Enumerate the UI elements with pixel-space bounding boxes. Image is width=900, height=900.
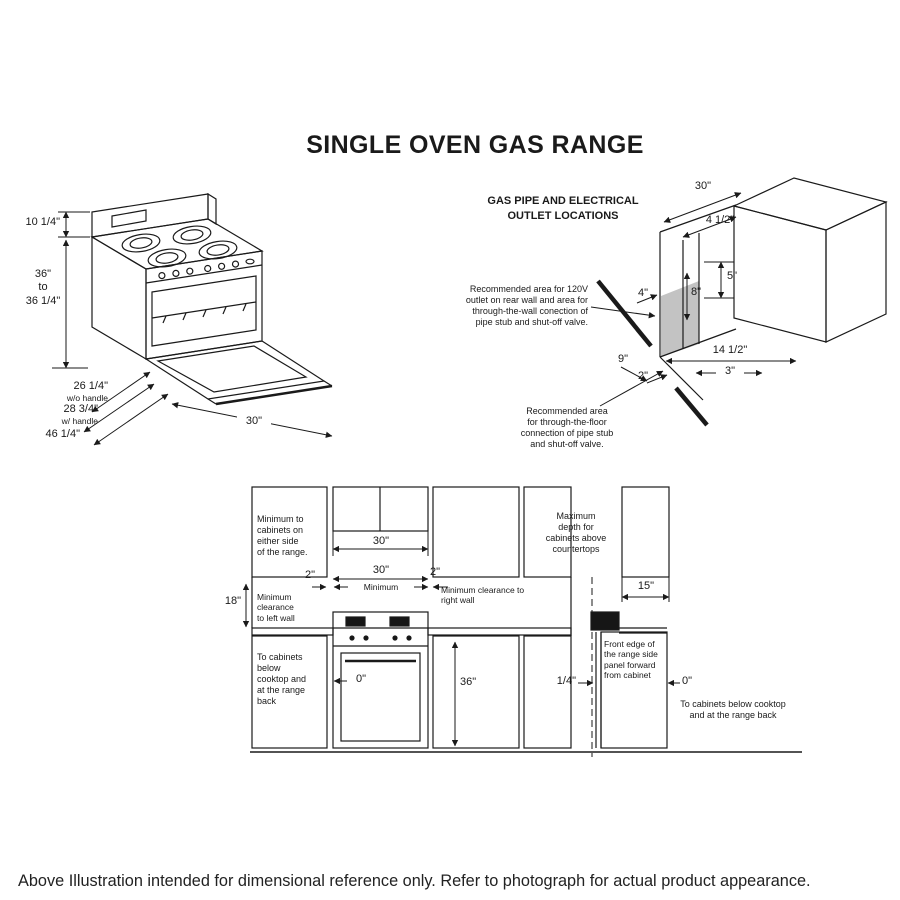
- dim-floor-width: 14 1/2": [712, 344, 748, 356]
- dim-outlet-offset: 4 1/2": [705, 214, 735, 226]
- footer-note: Above Illustration intended for dimensio…: [18, 872, 811, 890]
- dim-range-width: 30": [237, 415, 271, 429]
- dim-left-wall-clearance: 18": [224, 595, 242, 607]
- floor-connection-note: Recommended area for through-the-floor c…: [520, 406, 614, 449]
- dim-depth-total: 46 1/4": [45, 428, 81, 440]
- open-oven-door: [144, 340, 333, 406]
- dim-zero-left: 0": [355, 673, 367, 685]
- below-cooktop-note: To cabinets below cooktop and at the ran…: [257, 652, 307, 706]
- dim-floor-depth: 3": [716, 365, 744, 379]
- dim-upper-cabinet-depth: 15": [637, 580, 655, 592]
- dim-counter-height: 36": [460, 676, 477, 688]
- right-wall-note: Minimum clearance to right wall: [441, 585, 525, 606]
- side-cabinets-note: Minimum to cabinets on either side of th…: [257, 514, 308, 557]
- dim-outlet-left: 4": [637, 287, 648, 299]
- dim-upper-cabinet-width: 30": [372, 535, 390, 547]
- burners: [121, 225, 238, 268]
- max-depth-note: Maximum depth for cabinets above counter…: [545, 511, 607, 554]
- dim-right-gap: 2": [429, 566, 441, 578]
- dim-depth-wo-handle: 26 1/4": [73, 380, 109, 392]
- gas-diagram-heading: GAS PIPE AND ELECTRICAL OUTLET LOCATIONS: [487, 195, 639, 223]
- outlet-area-note: Recommended area for 120V outlet on rear…: [465, 284, 588, 327]
- elevation-dimension-lines: [242, 531, 680, 747]
- dim-min-width: 30": [372, 564, 390, 576]
- below-cooktop-note-right: To cabinets below cooktop and at the ran…: [680, 699, 786, 720]
- cabinet-box: [732, 177, 888, 343]
- dim-min-width-note: Minimum: [363, 582, 399, 592]
- dim-outlet-height: 8": [691, 286, 702, 298]
- dim-quarter-inch: 1/4": [556, 675, 576, 687]
- range-side-view: [590, 577, 668, 757]
- gas-dimension-lines: [590, 192, 797, 407]
- control-knobs: [158, 258, 255, 280]
- dim-depth-w-handle: 28 3/4": [63, 403, 99, 415]
- gas-outlet-diagram: [590, 177, 888, 427]
- dim-backsplash-height: 10 1/4": [25, 216, 61, 228]
- range-illustration: [52, 192, 333, 446]
- front-edge-note: Front edge of the range side panel forwa…: [604, 639, 658, 681]
- dim-depth-w-handle-note: w/ handle: [61, 416, 98, 426]
- page-title: SINGLE OVEN GAS RANGE: [306, 131, 644, 159]
- dim-floor-gap: 2": [637, 370, 648, 382]
- dim-overall-height: 36" to 36 1/4": [25, 268, 61, 307]
- range-front-view: [332, 611, 429, 749]
- range-dimension-lines: [52, 211, 333, 446]
- dim-outlet-upper-height: 5": [727, 270, 738, 282]
- left-wall-note: Minimum clearance to left wall: [257, 592, 295, 623]
- dim-depth-wo-handle-note: w/o handle: [66, 393, 108, 403]
- dim-floor-left: 9": [617, 353, 628, 365]
- dim-left-gap: 2": [304, 569, 316, 581]
- dim-zero-right: 0": [682, 675, 693, 687]
- dim-wall-width: 30": [694, 180, 712, 192]
- cabinet-elevation: [242, 486, 802, 757]
